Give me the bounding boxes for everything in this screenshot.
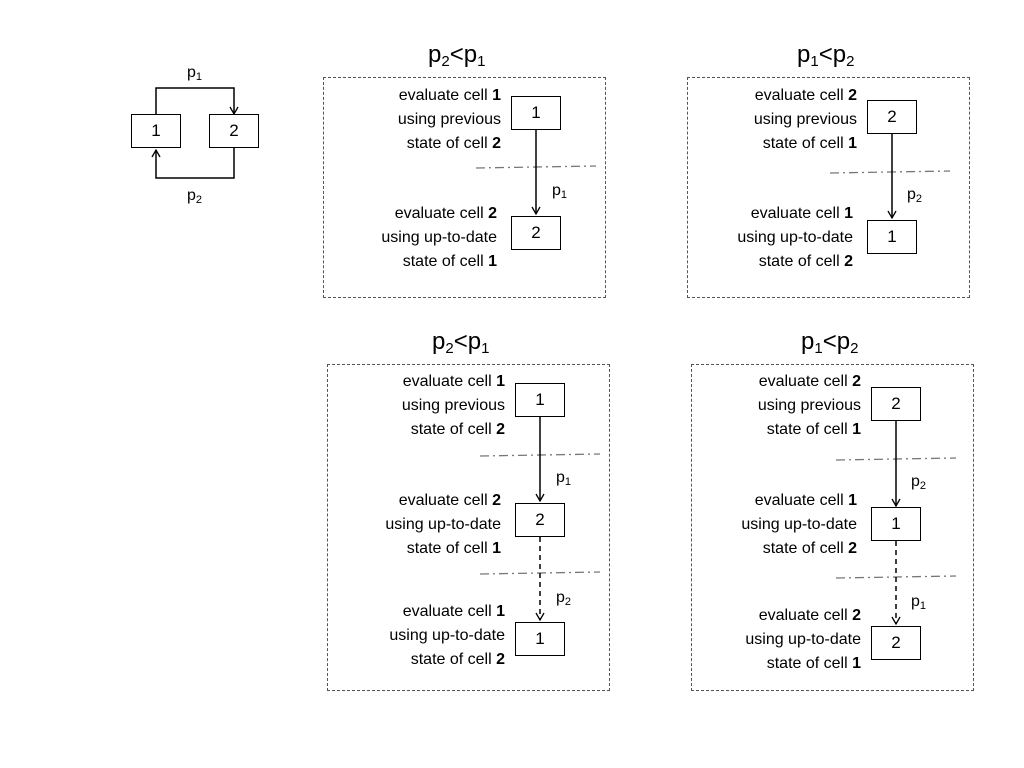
panel-3-title: p1<p2 <box>801 328 859 358</box>
panel-2-step-2-cell: 1 <box>515 622 565 656</box>
panel-3-step-0-label: evaluate cell 2 using previous state of … <box>757 373 861 438</box>
loop-bottom-arrow <box>151 148 235 179</box>
loop-cell-2-label: 2 <box>229 121 239 140</box>
panel-2-step-1-cell: 2 <box>515 503 565 537</box>
loop-bottom-path-label: p2 <box>187 187 203 206</box>
panel-2-frame <box>327 364 610 691</box>
panel-2-arrow-0-label: p1 <box>556 469 572 488</box>
panel-0-frame <box>323 77 606 298</box>
panel-1-arrow-0-label: p2 <box>907 186 923 205</box>
panel-3-step-1-label: evaluate cell 1 using up-to-date state o… <box>741 492 857 557</box>
panel-0-step-1-label: evaluate cell 2 using up-to-date state o… <box>381 205 497 270</box>
panel-0-step-0-label: evaluate cell 1 using previous state of … <box>397 87 501 152</box>
panel-1-step-1-cell: 1 <box>867 220 917 254</box>
panel-2-arrow-1-label: p2 <box>556 589 572 608</box>
panel-3-step-2-label: evaluate cell 2 using up-to-date state o… <box>745 607 861 672</box>
panel-0-arrow-0-label: p1 <box>552 182 568 201</box>
loop-top-arrow <box>155 87 239 116</box>
panel-2-step-0-cell: 1 <box>515 383 565 417</box>
panel-0-step-1-cell: 2 <box>511 216 561 250</box>
loop-cell-2: 2 <box>209 114 259 148</box>
panel-2-step-2-label: evaluate cell 1 using up-to-date state o… <box>389 603 505 668</box>
loop-cell-1-label: 1 <box>151 121 161 140</box>
panel-0-title: p2<p1 <box>428 41 486 71</box>
panel-2-title: p2<p1 <box>432 328 490 358</box>
panel-1-step-0-cell: 2 <box>867 100 917 134</box>
loop-top-path-label: p1 <box>187 64 203 83</box>
panel-3-step-2-cell: 2 <box>871 626 921 660</box>
loop-cell-1: 1 <box>131 114 181 148</box>
panel-1-step-1-label: evaluate cell 1 using up-to-date state o… <box>737 205 853 270</box>
panel-2-step-1-label: evaluate cell 2 using up-to-date state o… <box>385 492 501 557</box>
panel-3-arrow-0-label: p2 <box>911 473 927 492</box>
panel-3-step-1-cell: 1 <box>871 507 921 541</box>
panel-1-frame <box>687 77 970 298</box>
panel-1-step-0-label: evaluate cell 2 using previous state of … <box>753 87 857 152</box>
panel-3-step-0-cell: 2 <box>871 387 921 421</box>
panel-3-arrow-1-label: p1 <box>911 593 927 612</box>
panel-2-step-0-label: evaluate cell 1 using previous state of … <box>401 373 505 438</box>
panel-0-step-0-cell: 1 <box>511 96 561 130</box>
panel-3-frame <box>691 364 974 691</box>
panel-1-separator-1 <box>829 170 951 174</box>
panel-1-title: p1<p2 <box>797 41 855 71</box>
